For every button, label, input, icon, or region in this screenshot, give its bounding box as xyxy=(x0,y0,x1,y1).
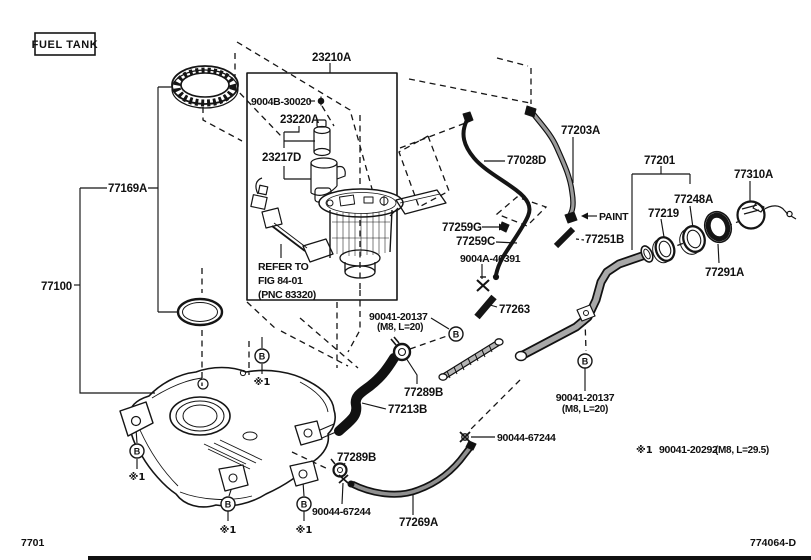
bolt-marker-b4: B xyxy=(129,443,145,459)
ref-symbol: ※1 xyxy=(254,376,271,388)
spec-90041-20137-a: (M8, L=20) xyxy=(377,322,423,333)
ring-77248A xyxy=(679,225,706,255)
label-90041-20137-b[interactable]: 90041-20137 xyxy=(556,392,615,404)
page-code: 7701 xyxy=(21,537,45,549)
bolt-markers: B B B B B B ※1 ※1 ※1 ※1 xyxy=(129,326,593,536)
lock-ring xyxy=(171,65,239,109)
label-9004A-46391[interactable]: 9004A-46391 xyxy=(460,253,521,265)
clip-77259G xyxy=(499,221,510,233)
label-23220A[interactable]: 23220A xyxy=(280,114,319,126)
label-77289B-upper[interactable]: 77289B xyxy=(404,387,443,399)
filler-pipe xyxy=(514,245,654,362)
ref-symbol: ※1 xyxy=(220,524,237,536)
label-23210A[interactable]: 23210A xyxy=(312,52,351,64)
label-77291A[interactable]: 77291A xyxy=(705,267,744,279)
leader-lines xyxy=(74,63,751,521)
pipe-77263 xyxy=(474,294,497,320)
ref-symbol: ※1 xyxy=(296,524,313,536)
filler-hose-77213B xyxy=(334,353,399,436)
ref-symbol: ※1 xyxy=(129,471,146,483)
svg-text:B: B xyxy=(134,447,141,457)
label-90044-67244-left[interactable]: 90044-67244 xyxy=(312,506,371,518)
bolt-marker-b2: B xyxy=(577,353,593,369)
svg-text:B: B xyxy=(225,500,232,510)
bolt-marker-b3: B xyxy=(254,348,270,364)
label-77028D[interactable]: 77028D xyxy=(507,155,546,167)
component-drawings xyxy=(119,65,797,508)
hose-clamp-upper xyxy=(390,336,412,362)
refer-note-line3: (PNC 83320) xyxy=(258,289,316,301)
bottom-edge-bar xyxy=(88,556,811,560)
ring-77219 xyxy=(652,236,676,264)
label-77169A[interactable]: 77169A xyxy=(108,183,147,195)
tube-clip-left xyxy=(338,474,349,484)
sheet-code: 774064-D xyxy=(750,537,797,549)
bolt-marker-b1: B xyxy=(448,326,464,342)
label-77213B[interactable]: 77213B xyxy=(388,404,427,416)
refer-note-line1: REFER TO xyxy=(258,261,309,273)
fuel-cap-77310A xyxy=(736,200,797,230)
svg-text:B: B xyxy=(259,352,266,362)
bolt-icon-9004B xyxy=(317,96,325,106)
label-77269A[interactable]: 77269A xyxy=(399,517,438,529)
label-77100[interactable]: 77100 xyxy=(41,281,72,293)
breather-tube xyxy=(438,338,504,381)
diagram-title: FUEL TANK xyxy=(32,39,99,51)
part-callouts: 23210A 9004B-30020 23220A 23217D 77169A … xyxy=(41,52,773,529)
label-77259C[interactable]: 77259C xyxy=(456,236,495,248)
refer-note-line2: FIG 84-01 xyxy=(258,275,303,287)
label-77251B[interactable]: 77251B xyxy=(585,234,624,246)
label-77248A[interactable]: 77248A xyxy=(674,194,713,206)
label-77263[interactable]: 77263 xyxy=(499,304,530,316)
label-77219[interactable]: 77219 xyxy=(648,208,679,220)
tube-clip-right xyxy=(459,431,471,443)
label-9004B-30020[interactable]: 9004B-30020 xyxy=(251,96,312,108)
hose-77251B xyxy=(553,226,576,249)
tank-o-ring xyxy=(176,297,224,327)
tube-77203A xyxy=(524,105,578,224)
breather-hose-77269A xyxy=(347,440,477,498)
label-90041-20137-a[interactable]: 90041-20137 xyxy=(369,311,428,323)
bolt-marker-letter: B xyxy=(453,330,460,340)
label-77310A[interactable]: 77310A xyxy=(734,169,773,181)
svg-text:B: B xyxy=(582,357,589,367)
fuel-pump-23220A xyxy=(313,119,331,157)
bolt-marker-b6: B xyxy=(296,496,312,512)
label-77201[interactable]: 77201 xyxy=(644,155,676,167)
footnote-symbol: ※1 xyxy=(636,444,653,456)
pump-module xyxy=(318,188,447,279)
label-23217D[interactable]: 23217D xyxy=(262,152,301,164)
spec-90041-20137-b: (M8, L=20) xyxy=(562,404,608,415)
paint-arrow xyxy=(581,212,588,220)
assembly-box-23210A xyxy=(246,72,398,301)
fuel-sender-gauge xyxy=(250,177,334,263)
label-77289B-lower[interactable]: 77289B xyxy=(337,452,376,464)
gasket-77291A xyxy=(703,210,733,244)
title-box: FUEL TANK xyxy=(32,32,99,56)
footnote-spec: (M8, L=29.5) xyxy=(715,445,769,456)
bolt-marker-b5: B xyxy=(220,496,236,512)
fuel-tank-body xyxy=(119,366,337,508)
label-77203A[interactable]: 77203A xyxy=(561,125,600,137)
footnote-part[interactable]: 90041-20292 xyxy=(659,444,718,456)
label-90044-67244-right[interactable]: 90044-67244 xyxy=(497,432,556,444)
clip-9004A-46391 xyxy=(476,276,490,292)
label-77259G[interactable]: 77259G xyxy=(442,222,482,234)
paint-note: PAINT xyxy=(599,211,629,223)
footnote-row: ※1 90041-20292 (M8, L=29.5) xyxy=(636,444,769,456)
hose-77028D xyxy=(461,111,532,281)
svg-text:B: B xyxy=(301,500,308,510)
